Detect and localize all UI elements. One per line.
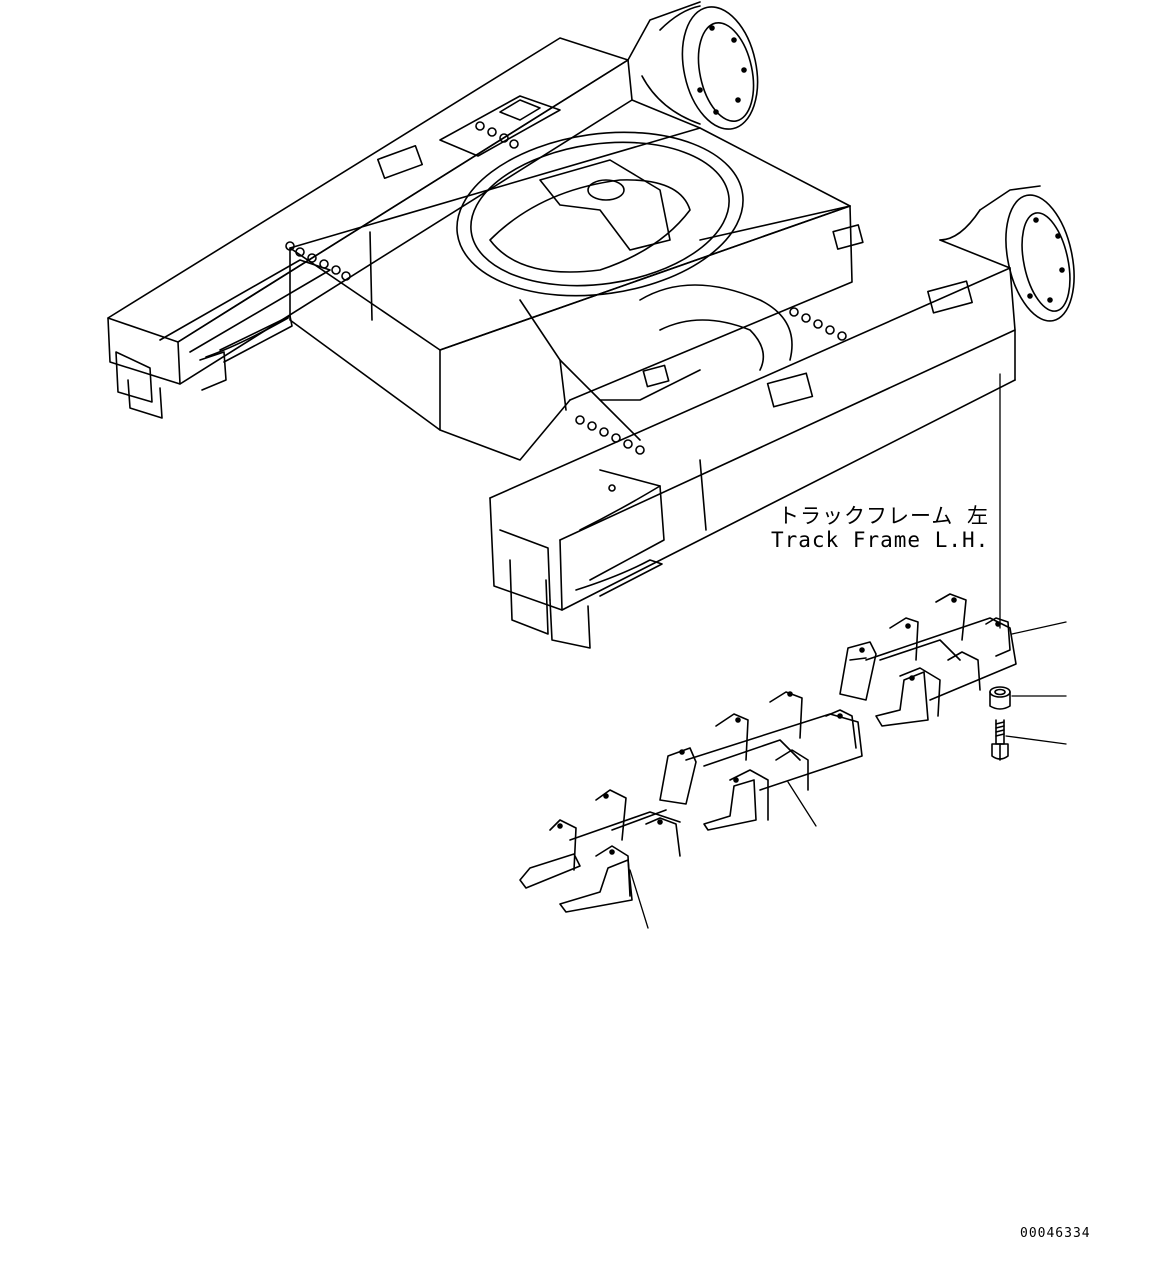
leader-line-guard-front: [1011, 621, 1067, 635]
track-roller-guards: [519, 593, 1017, 913]
part-label-japanese: トラックフレーム 左: [778, 504, 990, 528]
frame-rear-sprocket-ring: [627, 1, 759, 130]
part-label-english: Track Frame L.H.: [771, 528, 990, 552]
roller-guard-front: [839, 593, 1017, 727]
frame-center-body: [289, 127, 973, 461]
roller-guard-rear: [519, 789, 681, 913]
roller-guard-middle: [659, 691, 863, 831]
leader-line-bolt: [1005, 735, 1067, 745]
leader-line-guard-middle: [787, 781, 817, 827]
frame-right-side-member: [489, 267, 1016, 649]
frame-front-idler-ring: [939, 185, 1075, 322]
frame-left-side-member: [107, 37, 633, 419]
mounting-bolt: [991, 719, 1009, 761]
drawing-code: 00046334: [1020, 1226, 1091, 1241]
callout-leaders: [629, 621, 1067, 929]
frame-bolt-holes: [285, 121, 847, 455]
frame-swing-circle: [456, 131, 744, 297]
track-frame-illustration: [107, 1, 1075, 649]
spacer-collar: [989, 686, 1011, 710]
leader-line-guard-rear: [629, 869, 649, 929]
